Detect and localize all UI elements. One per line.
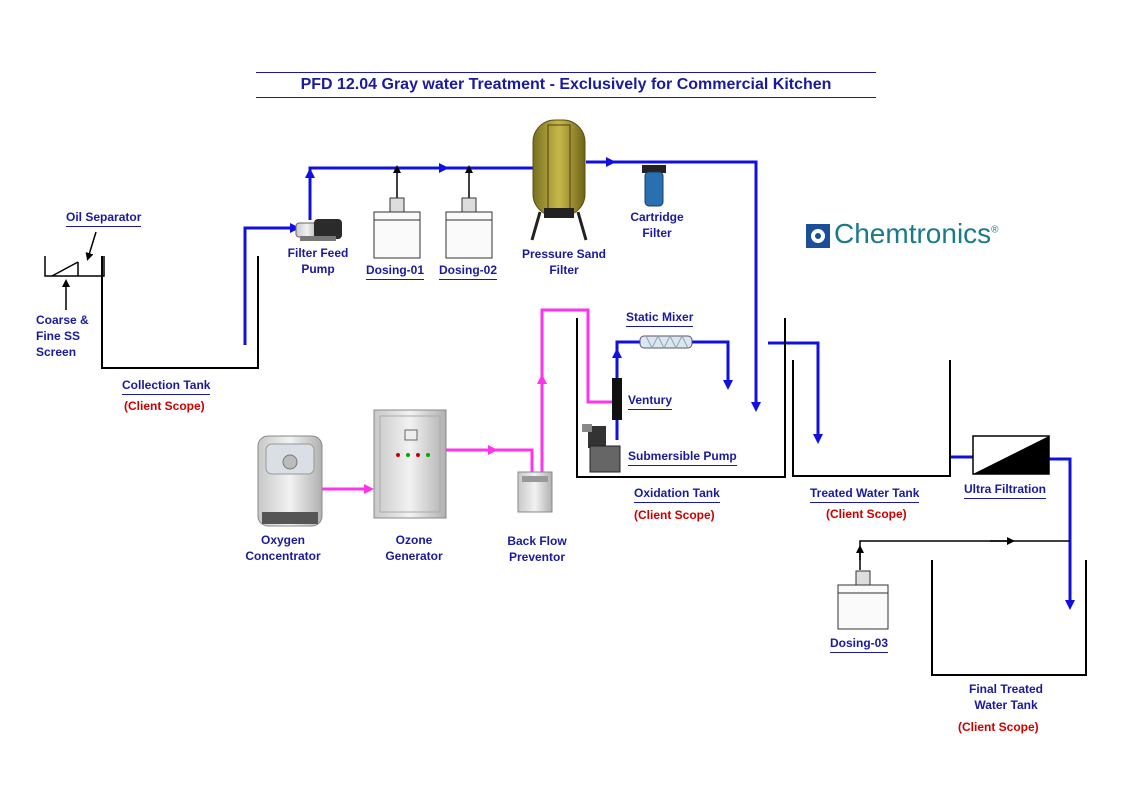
chemtronics-logo-icon	[806, 224, 830, 248]
dosing-01-icon	[373, 197, 421, 259]
brand-name: Chemtronics®	[834, 218, 999, 249]
scope-final: (Client Scope)	[958, 720, 1039, 734]
label-ultra-filtration: Ultra Filtration	[964, 481, 1047, 499]
label-ozone-generator: Ozone Generator	[385, 533, 443, 563]
dosing-03-icon	[837, 570, 889, 630]
label-pressure-sand-filter: Pressure Sand Filter	[521, 247, 607, 277]
ozone-lines	[322, 308, 612, 494]
scope-oxidation: (Client Scope)	[634, 508, 715, 522]
label-filter-feed-pump: Filter Feed Pump	[287, 246, 349, 276]
label-submersible-pump: Submersible Pump	[628, 448, 737, 466]
ozone-generator-icon	[373, 409, 447, 519]
collection-tank	[101, 256, 259, 369]
label-static-mixer: Static Mixer	[626, 309, 694, 327]
label-back-flow-preventor: Back Flow Preventor	[507, 534, 567, 564]
submersible-pump-icon	[582, 424, 621, 473]
label-dosing-02: Dosing-02	[439, 262, 498, 280]
label-ventury: Ventury	[628, 392, 673, 410]
label-dosing-01: Dosing-01	[366, 262, 425, 280]
ventury-icon	[612, 378, 622, 420]
ultra-filtration-icon	[972, 435, 1050, 475]
label-treated-water-tank: Treated Water Tank	[810, 485, 920, 503]
label-oil-separator: Oil Separator	[66, 209, 142, 227]
label-oxygen-concentrator: Oxygen Concentrator	[245, 533, 321, 563]
diagram-title: PFD 12.04 Gray water Treatment - Exclusi…	[256, 72, 876, 98]
scope-collection: (Client Scope)	[124, 399, 205, 413]
dosing-02-icon	[445, 197, 493, 259]
label-coarse-screen: Coarse & Fine SS Screen	[36, 313, 89, 359]
label-oxidation-tank: Oxidation Tank	[634, 485, 720, 503]
label-dosing-03: Dosing-03	[830, 635, 889, 653]
label-collection-tank: Collection Tank	[122, 377, 211, 395]
cartridge-filter-icon	[642, 165, 666, 207]
filter-feed-pump-icon	[295, 219, 342, 241]
oxidation-tank	[576, 318, 786, 478]
final-treated-water-tank	[931, 560, 1087, 676]
treated-water-tank	[792, 360, 951, 477]
oxygen-concentrator-icon	[257, 435, 323, 527]
label-final-treated-water-tank: Final Treated Water Tank	[968, 682, 1044, 712]
static-mixer-icon	[639, 334, 693, 350]
pressure-sand-filter-icon	[530, 119, 588, 241]
oil-separator	[44, 231, 105, 310]
label-cartridge-filter: Cartridge Filter	[630, 210, 684, 240]
back-flow-preventor-icon	[517, 471, 553, 513]
scope-treated: (Client Scope)	[826, 507, 907, 521]
